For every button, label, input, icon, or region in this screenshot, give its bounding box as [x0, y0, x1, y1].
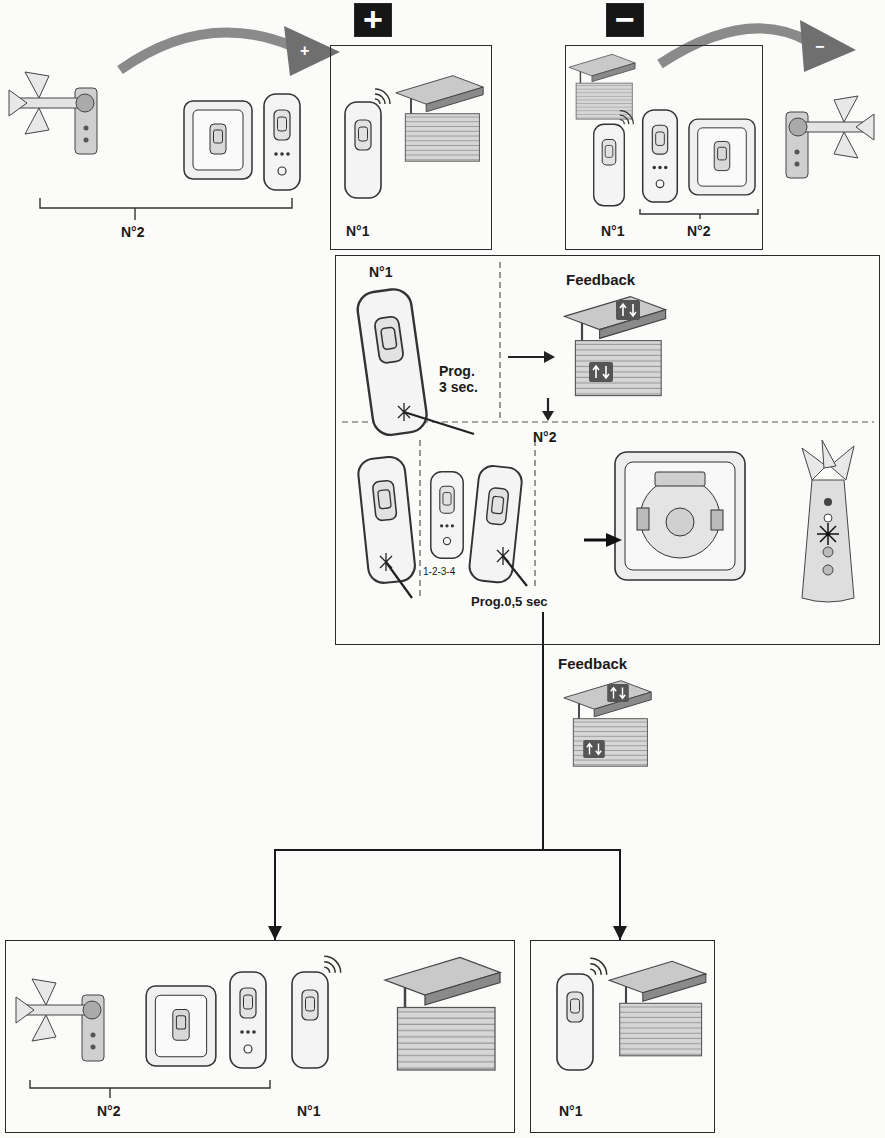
- awning: [396, 76, 483, 162]
- panel-label: N°1: [559, 1103, 583, 1119]
- drawing-part: [615, 452, 745, 580]
- remote-control: [292, 972, 328, 1068]
- result-panel: N°2 N°1: [5, 940, 515, 1133]
- drawing-part: [817, 523, 839, 545]
- feedback-label: Feedback: [558, 655, 627, 672]
- add-arrowhead: [284, 26, 340, 76]
- remote-control: [431, 472, 463, 558]
- result-panel: N°1: [530, 940, 715, 1133]
- drawing-part: [823, 547, 833, 557]
- drawing-part: [822, 440, 836, 468]
- radio-waves: [590, 958, 607, 975]
- awning: [609, 961, 706, 1056]
- group-bracket: [640, 209, 758, 219]
- drawing-part: [637, 508, 649, 530]
- wind-sensor: [786, 96, 874, 178]
- feedback-icon: [616, 300, 640, 320]
- remote-control: [557, 974, 593, 1070]
- badge-sign: −: [607, 4, 643, 34]
- flow-arrow: [543, 645, 620, 940]
- radio-waves: [620, 111, 634, 125]
- panel-label: N°1: [297, 1103, 321, 1119]
- step-arrowhead: [542, 411, 554, 421]
- feedback-icon: [589, 362, 613, 382]
- radio-waves: [324, 956, 341, 973]
- minus-badge: −: [606, 3, 644, 37]
- feedback-icon: [607, 684, 629, 702]
- section-divider: [342, 262, 874, 600]
- pin-star: [380, 553, 392, 571]
- awning: [385, 958, 500, 1071]
- panel-label: N°1: [601, 223, 625, 239]
- panel-label: 1-2-3-4: [423, 566, 455, 578]
- pin-star: [497, 547, 509, 565]
- remove-arrow: [660, 28, 806, 64]
- group-number: N°2: [121, 224, 145, 240]
- badge-sign: +: [355, 4, 391, 34]
- programming-panel: N°1Prog. 3 sec. FeedbackN°2 1-2-3-4Prog.0,…: [335, 255, 880, 645]
- step-arrow: [547, 398, 549, 412]
- flow-arrow: [275, 645, 543, 940]
- panel-label: Prog.0,5 sec: [471, 595, 548, 610]
- drawing-part: [640, 478, 720, 558]
- receiver-module: [615, 452, 745, 580]
- wind-sensor: [9, 72, 97, 154]
- add-arrow: [120, 33, 292, 71]
- remote-control: [643, 110, 678, 202]
- wind-sensor: [16, 979, 104, 1061]
- drawing-part: [625, 462, 735, 570]
- panel-label: N°1: [346, 223, 370, 239]
- plus-badge: +: [354, 3, 392, 37]
- panel-label: N°2: [97, 1103, 121, 1119]
- group-bracket: [40, 198, 292, 220]
- awning: [569, 54, 635, 119]
- radio-waves: [375, 89, 390, 104]
- wall-transmitter: [184, 101, 252, 179]
- wall-transmitter: [146, 986, 216, 1066]
- feedback-icon: [583, 740, 605, 758]
- pointer-arrowhead: [606, 533, 622, 547]
- drawing-part: [666, 508, 694, 536]
- awning-feedback: [564, 681, 651, 767]
- remote-control: [345, 102, 381, 198]
- panel-label: N°1: [369, 264, 393, 280]
- remote-control: [230, 972, 266, 1068]
- panel-label: Feedback: [566, 271, 635, 288]
- pin-star: [398, 403, 410, 421]
- panel-label: N°2: [687, 223, 711, 239]
- drawing-part: [824, 498, 832, 506]
- wind-sensor: [802, 440, 854, 602]
- step-panel: N°1: [330, 45, 492, 250]
- remote-control: [264, 94, 300, 190]
- drawing-part: [823, 565, 833, 575]
- awning-feedback: [564, 297, 665, 396]
- drawing-part: [711, 510, 723, 530]
- drawing-part: [824, 514, 832, 522]
- group-bracket: [30, 1080, 270, 1098]
- connector-stub: [542, 612, 544, 645]
- arrow-sign: −: [815, 38, 824, 56]
- drawing-part: [655, 472, 705, 486]
- remote-control: [357, 455, 417, 584]
- programming-pin: [386, 562, 412, 598]
- panel-label: Prog. 3 sec.: [439, 363, 483, 395]
- drawing-part: [802, 480, 854, 602]
- wall-transmitter: [689, 119, 755, 195]
- pointer-arrow: [584, 539, 608, 542]
- step-arrowhead: [544, 351, 555, 363]
- remote-control: [355, 287, 429, 437]
- programming-pin: [404, 412, 474, 434]
- remote-control: [468, 465, 523, 584]
- remote-control: [594, 124, 625, 206]
- remove-arrowhead: [800, 20, 856, 72]
- arrow-sign: +: [300, 42, 309, 60]
- drawing-part: [802, 448, 826, 480]
- step-panel: N°1 N°2: [565, 45, 763, 250]
- step-arrow: [508, 356, 545, 358]
- panel-label: N°2: [533, 429, 557, 445]
